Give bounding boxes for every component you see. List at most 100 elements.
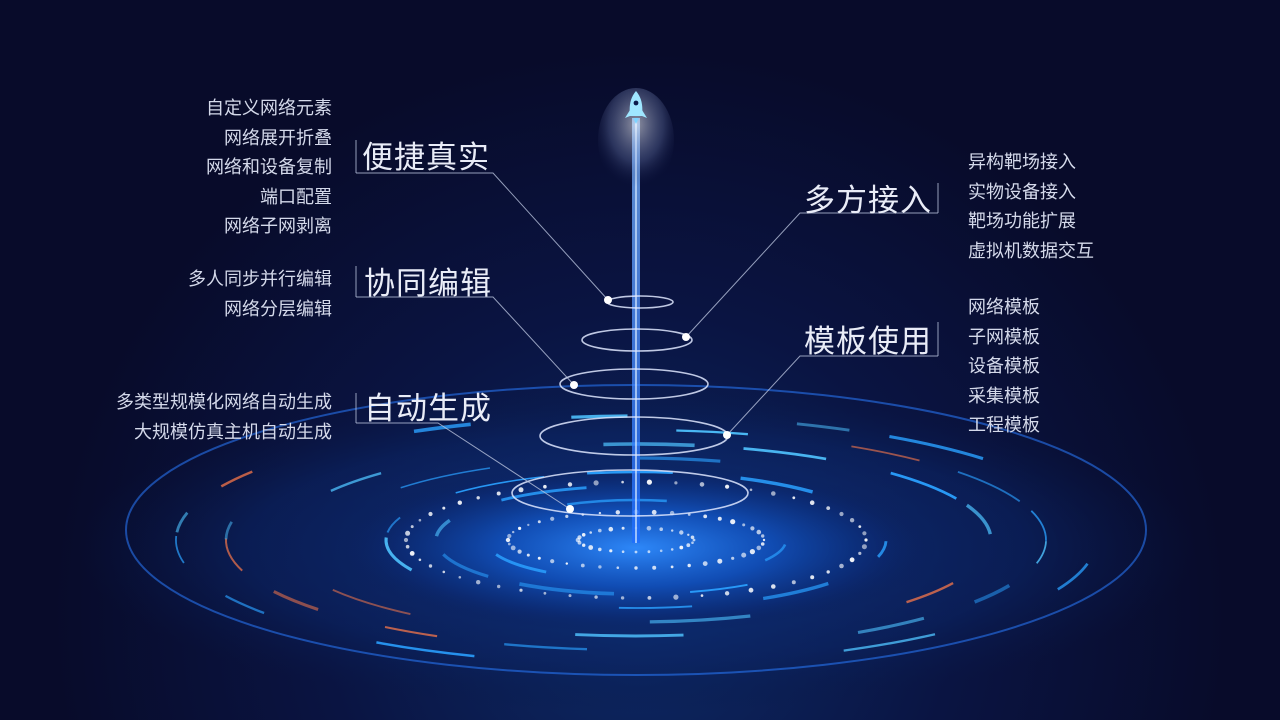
item-muban-2: 子网模板	[968, 326, 1040, 348]
platform-dot	[476, 580, 481, 585]
platform-dot	[496, 491, 501, 496]
platform-dot	[634, 550, 638, 554]
platform-arc-segment	[224, 521, 233, 540]
platform-dot	[598, 547, 602, 552]
platform-dot	[608, 526, 614, 532]
platform-dot	[792, 496, 796, 500]
platform-dot	[543, 591, 547, 595]
platform-dot	[810, 575, 815, 580]
item-muban-3: 设备模板	[968, 356, 1040, 377]
ring-5	[511, 469, 749, 517]
platform-dot	[756, 529, 762, 535]
platform-dot	[849, 557, 855, 563]
platform-arc-segment	[740, 476, 814, 494]
connector-zidong	[356, 422, 571, 510]
platform-arc-segment	[1035, 541, 1047, 564]
platform-dot	[839, 563, 844, 569]
platform-dot	[646, 526, 652, 531]
platform-arc-segment	[332, 589, 411, 616]
platform-dot	[771, 491, 776, 496]
platform-dot	[568, 594, 572, 598]
platform-dot	[703, 514, 708, 519]
group-title-zidong: 自动生成	[364, 391, 492, 427]
platform-dot	[699, 482, 705, 487]
platform-dot	[741, 552, 747, 558]
platform-dot	[750, 526, 755, 531]
platform-arc-segment	[495, 553, 547, 574]
platform-dot	[673, 594, 679, 600]
platform-arc-segment	[330, 472, 382, 492]
platform-dot	[580, 563, 585, 568]
platform-dot	[518, 487, 524, 493]
platform-arc-segment	[843, 633, 936, 652]
platform-arc-segment	[764, 543, 787, 562]
platform-dot	[659, 549, 663, 553]
platform-dot	[527, 523, 530, 527]
platform-dot	[582, 543, 586, 547]
connector-bianjie	[356, 172, 609, 301]
platform-dot	[756, 545, 762, 551]
platform-dot	[742, 523, 746, 527]
platform-dot	[687, 533, 690, 536]
platform-dot	[646, 479, 653, 485]
platform-dot	[512, 530, 515, 534]
platform-dot	[748, 587, 754, 593]
platform-dot	[405, 544, 410, 549]
platform-dot	[826, 506, 831, 510]
platform-dot	[621, 526, 625, 530]
platform-dot	[858, 551, 862, 556]
group-title-xietong: 协同编辑	[364, 266, 492, 302]
item-muban-4: 采集模板	[968, 385, 1040, 407]
platform-dot	[418, 558, 422, 562]
platform-dot	[839, 511, 844, 517]
platform-dot	[717, 558, 723, 564]
platform-dot	[730, 519, 736, 525]
platform-dot	[731, 556, 735, 560]
platform-dot	[537, 556, 541, 560]
platform-dot	[507, 542, 511, 546]
platform-dot	[692, 538, 696, 542]
platform-dot	[690, 535, 695, 540]
platform-dot	[409, 551, 415, 556]
group-items-muban: 网络模板 子网模板 设备模板 采集模板 工程模板	[968, 293, 1040, 441]
platform-arc-segment	[851, 445, 920, 462]
platform-arc-segment	[175, 511, 189, 533]
platform-dot	[518, 526, 522, 531]
platform-dot	[671, 529, 674, 532]
platform-dot	[700, 594, 704, 597]
platform-dot	[849, 518, 855, 523]
platform-dot	[519, 588, 523, 592]
platform-arc-segment	[571, 414, 628, 419]
platform-dot	[621, 480, 624, 484]
platform-arc-segment	[434, 518, 451, 537]
platform-dot	[598, 565, 602, 569]
platform-dot	[717, 516, 722, 521]
platform-arc-segment	[413, 422, 471, 434]
platform-dot	[724, 591, 730, 596]
item-duofang-1: 异构靶场接入	[968, 152, 1076, 173]
platform-dot	[679, 530, 684, 535]
platform-dot	[593, 480, 599, 486]
group-items-bianjie: 自定义网络元素 网络展开折叠 网络和设备复制 端口配置 网络子网剥离	[206, 94, 332, 242]
platform-dot	[771, 584, 776, 589]
platform-dot	[861, 544, 867, 550]
platform-arc-segment	[1030, 510, 1047, 541]
platform-core	[336, 463, 936, 633]
platform-dot	[526, 553, 530, 557]
platform-arc-segment	[762, 581, 829, 601]
platform-dot	[476, 496, 480, 500]
platform-arc-segment	[455, 476, 545, 494]
item-zidong-2: 大规模仿真主机自动生成	[134, 421, 332, 443]
platform-dot	[588, 545, 594, 550]
platform-dot	[458, 576, 462, 579]
platform-dot	[791, 580, 796, 585]
platform-dot	[565, 562, 568, 565]
platform-dot	[749, 488, 753, 492]
platform-dot	[543, 484, 547, 489]
platform-dot	[809, 500, 815, 506]
item-xietong-2: 网络分层编辑	[224, 298, 332, 320]
group-title-bianjie: 便捷真实	[362, 140, 490, 176]
platform-dot	[647, 596, 652, 600]
platform-dot	[567, 482, 573, 487]
